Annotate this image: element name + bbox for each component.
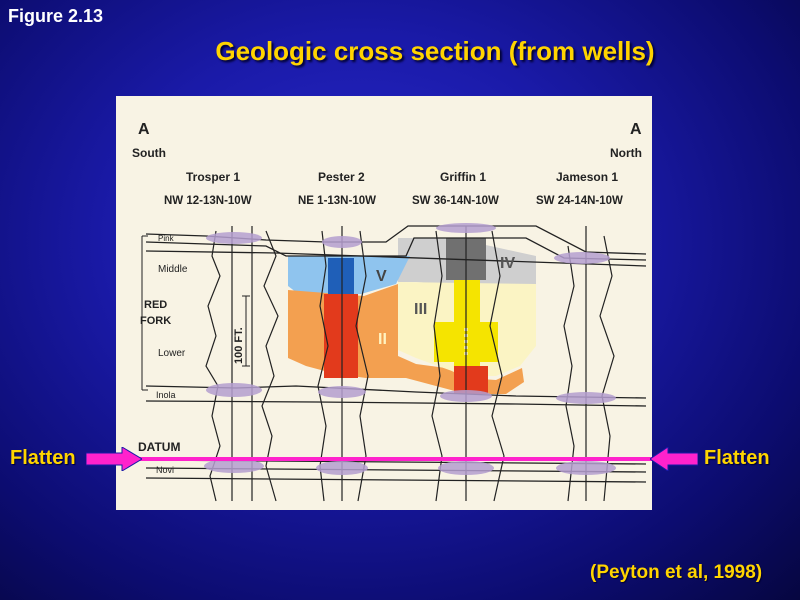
- unit-label-lower: Lower: [158, 348, 186, 359]
- right-end-letter: A: [630, 121, 642, 138]
- well-name-trosper: Trosper 1: [186, 170, 240, 184]
- unit-label-datum: DATUM: [138, 440, 180, 454]
- griffin-core-red: [454, 366, 488, 394]
- well-name-pester: Pester 2: [318, 170, 365, 184]
- well-location-pester: NE 1-13N-10W: [298, 195, 376, 207]
- unit-label-middle: Middle: [158, 264, 188, 275]
- left-end-direction: South: [132, 146, 166, 160]
- unit-label-red-fork-2: FORK: [140, 315, 171, 327]
- flatten-arrow-left-icon: [86, 447, 142, 471]
- unit-bracket: [142, 236, 250, 390]
- cross-section-diagram: A South A North Trosper 1 NW 12-13N-10W …: [116, 96, 652, 510]
- cross-section-panel: A South A North Trosper 1 NW 12-13N-10W …: [116, 96, 652, 510]
- unit-label-red-fork-1: RED: [144, 299, 167, 311]
- unit-label-inola: Inola: [156, 390, 176, 400]
- vertical-scale-label: 100 FT.: [233, 327, 245, 364]
- flatten-label-left: Flatten: [10, 447, 76, 470]
- right-end-direction: North: [610, 146, 642, 160]
- zone-label-iii: III: [414, 301, 427, 318]
- citation: (Peyton et al, 1998): [590, 562, 762, 584]
- slide-title: Geologic cross section (from wells): [0, 36, 800, 67]
- left-end-letter: A: [138, 121, 150, 138]
- unit-label-novi: Novi: [156, 465, 174, 475]
- pester-core-red: [324, 294, 358, 378]
- well-name-griffin: Griffin 1: [440, 170, 486, 184]
- zone-label-v: V: [376, 268, 387, 285]
- zone-label-ii: II: [378, 331, 387, 348]
- flatten-arrow-right-icon: [650, 447, 698, 471]
- well-location-trosper: NW 12-13N-10W: [164, 195, 252, 207]
- well-name-jameson: Jameson 1: [556, 170, 618, 184]
- well-location-jameson: SW 24-14N-10W: [536, 195, 623, 207]
- unit-label-pink: Pink: [158, 234, 175, 243]
- zone-label-iv: IV: [500, 255, 515, 272]
- figure-label: Figure 2.13: [8, 6, 103, 27]
- pester-core-blue: [328, 258, 354, 294]
- flatten-label-right: Flatten: [704, 447, 770, 470]
- well-location-griffin: SW 36-14N-10W: [412, 195, 499, 207]
